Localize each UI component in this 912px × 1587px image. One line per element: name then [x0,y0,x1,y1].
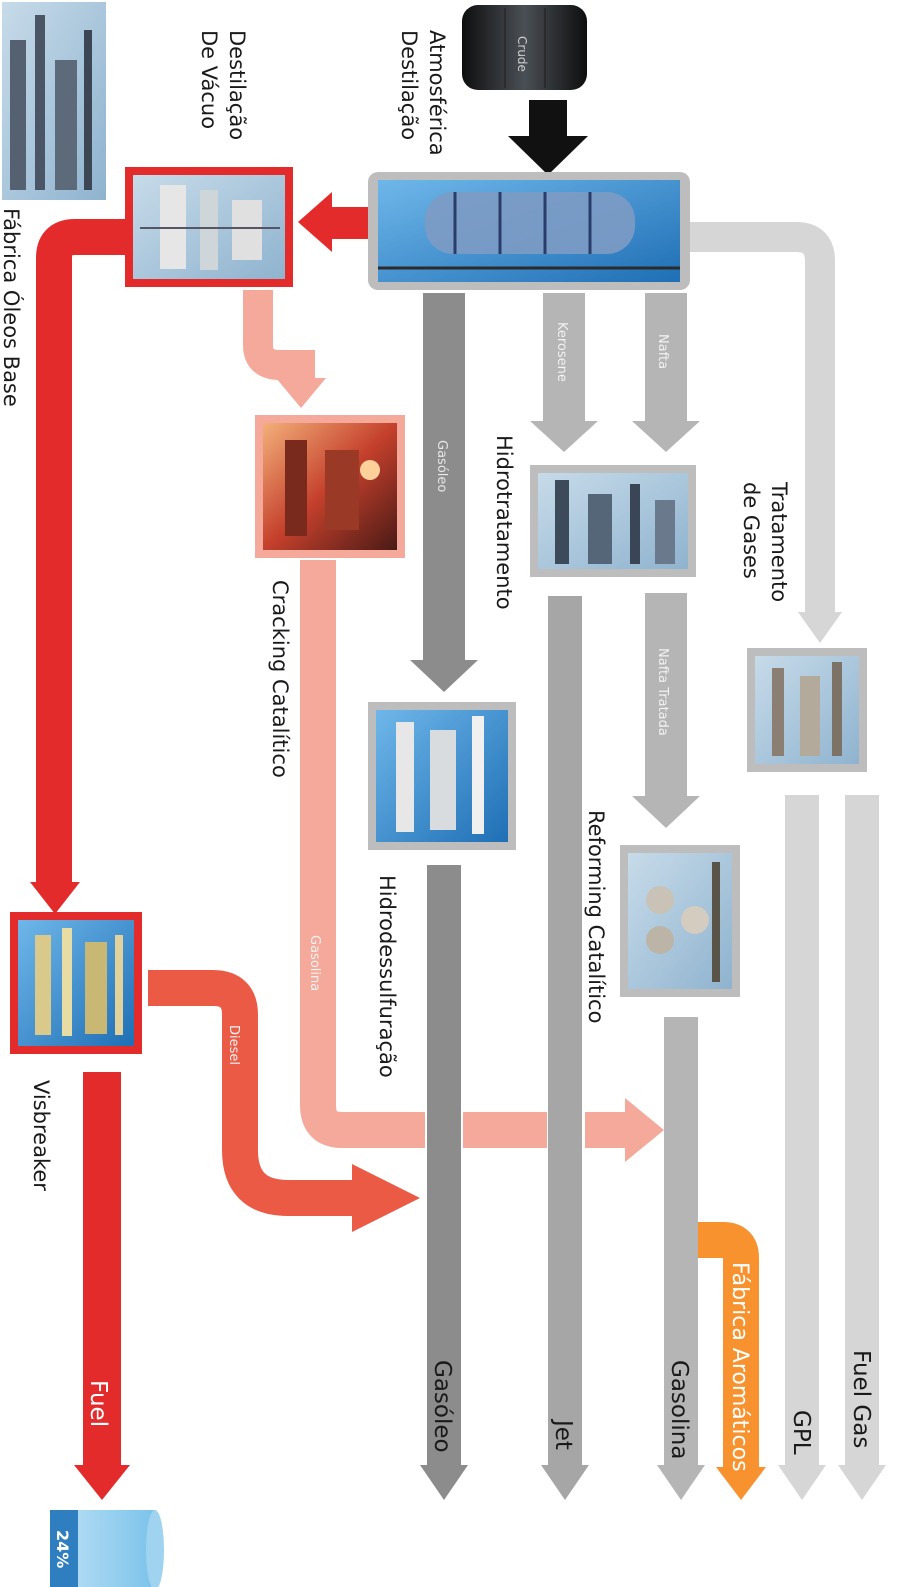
product-label-gpl: GPL [788,1410,814,1455]
cracking-unit [255,415,405,558]
flow-to-visbreaker [30,219,125,914]
hydrotreating-unit [530,465,696,577]
label-gas-treatment: Tratamento de Gases [739,481,791,609]
stream-label-diesel: Diesel [226,1025,241,1065]
crude-feed-arrow [508,100,588,175]
vacuum-distillation-unit [125,167,293,287]
crude-label: Crude [515,36,529,72]
lube-plant-photo [2,2,106,200]
stream-label-gasoleo: Gasóleo [434,440,449,492]
product-line-gpl [778,795,826,1500]
flow-nafta: Nafta [632,293,700,452]
label-vacuum-line1: Destilação [225,30,249,140]
visbreaker-unit [10,912,142,1054]
storage-tank: 24% [50,1510,164,1587]
label-atmospheric-line1: Destilação [397,30,421,140]
label-lube-plant: Fábrica Óleos Base [0,208,24,407]
flow-diesel: Diesel [148,970,420,1232]
label-hds: Hidrodessulfuração [375,875,399,1078]
tank-percent: 24% [53,1530,72,1568]
gas-treatment-unit [747,648,867,772]
product-label-gasoleo: Gasóleo [429,1360,455,1453]
label-atmospheric-distillation: Destilação Atmosférica [397,30,449,156]
product-line-fuel [74,1072,130,1500]
crude-barrel: Crude [462,5,587,90]
label-hydrotreating: Hidrotratamento [492,435,516,610]
product-label-fuel: Fuel [85,1380,111,1427]
hds-unit [368,702,516,850]
product-line-gasolina [657,1017,705,1500]
product-label-aromaticos: Fábrica Aromáticos [727,1262,752,1472]
product-label-gasolina: Gasolina [666,1360,692,1459]
flow-to-vacuum [298,192,374,252]
label-cracking: Cracking Catalítico [268,580,292,778]
product-label-jet: Jet [550,1418,576,1450]
flow-kerosene: Kerosene [530,293,598,452]
atmospheric-distillation-unit [368,172,690,290]
reforming-unit [620,845,740,997]
label-atmospheric-line2: Atmosférica [425,30,449,156]
flow-gasoleo-atm: Gasóleo [410,293,478,692]
flow-cracking-gasolina: Gasolina [300,560,664,1162]
flow-gases [690,222,842,643]
label-reforming: Reforming Catalítico [584,810,608,1023]
label-gas-treatment-line2: de Gases [739,482,763,579]
label-gas-treatment-line1: Tratamento [767,481,791,602]
stream-label-kerosene: Kerosene [554,322,569,382]
stream-label-nafta: Nafta [655,334,670,369]
label-vacuum-line2: De Vácuo [197,30,221,129]
label-visbreaker: Visbreaker [29,1080,53,1191]
product-line-gasoleo [420,865,468,1500]
product-label-fuel-gas: Fuel Gas [848,1350,874,1448]
flow-to-cracking [243,290,326,408]
product-line-aromaticos [698,1222,766,1500]
product-line-fuel-gas [838,795,886,1500]
label-vacuum-distillation: Destilação De Vácuo [197,30,249,147]
flow-nafta-tratada: Nafta Tratada [632,593,700,828]
stream-label-nafta-tratada: Nafta Tratada [655,648,670,736]
product-line-jet [541,596,589,1500]
stream-label-gasolina: Gasolina [307,935,322,991]
